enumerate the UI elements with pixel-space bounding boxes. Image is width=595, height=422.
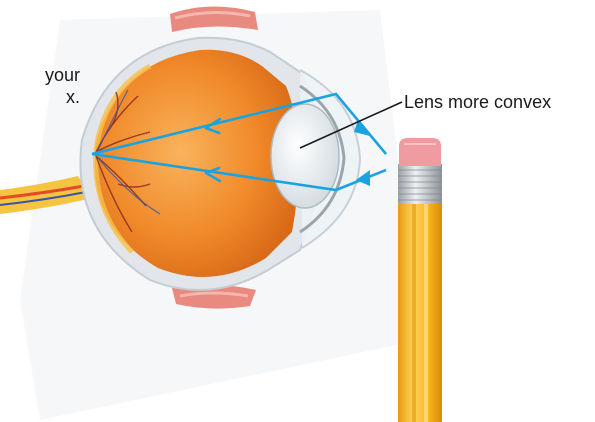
lens-label: Lens more convex bbox=[404, 91, 551, 113]
pencil-illustration bbox=[398, 138, 442, 422]
lens bbox=[271, 104, 339, 208]
caption-fragment: your x. bbox=[0, 64, 80, 108]
caption-line-1: your bbox=[0, 64, 80, 86]
caption-line-2: x. bbox=[0, 86, 80, 108]
